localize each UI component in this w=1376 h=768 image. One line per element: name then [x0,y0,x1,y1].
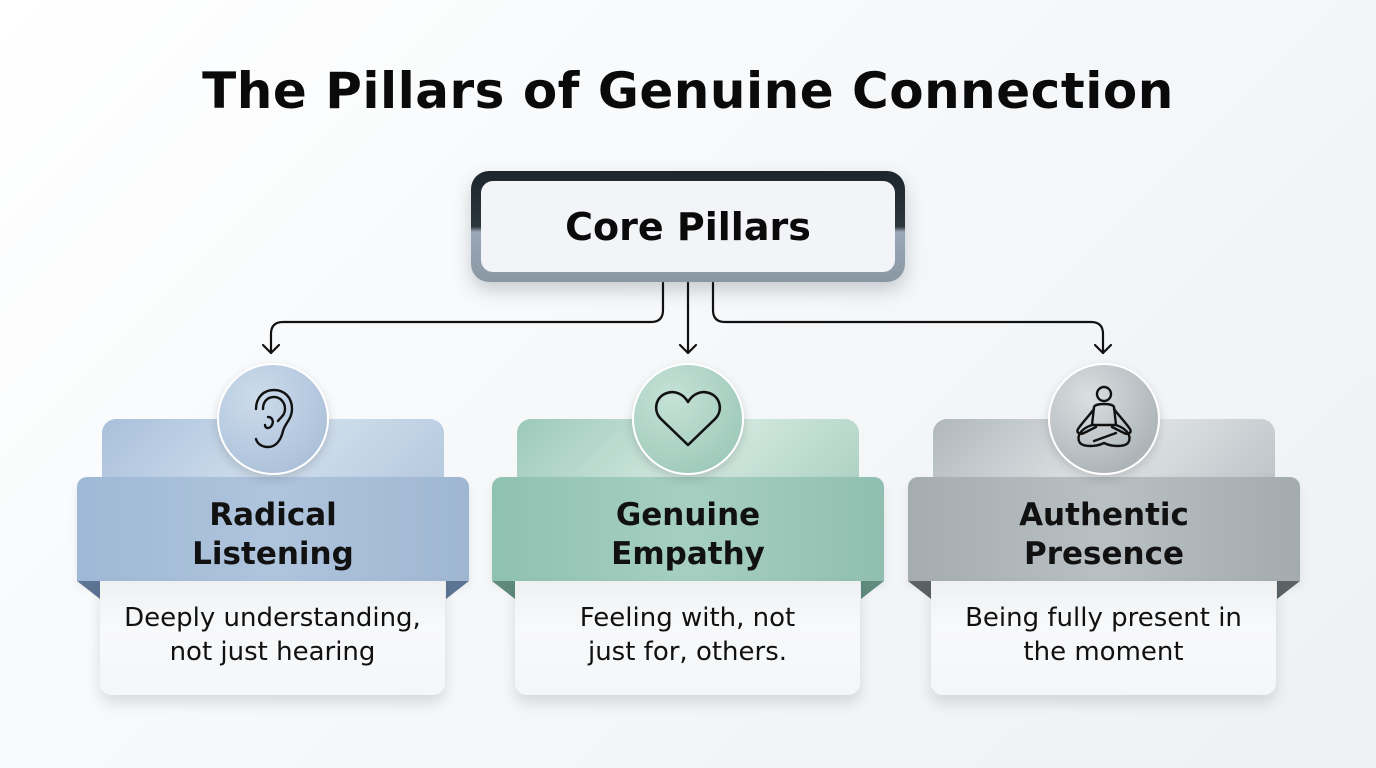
ribbon-fold-left [77,581,100,599]
pillar-description: Being fully present in the moment [931,581,1276,695]
page-title: The Pillars of Genuine Connection [202,62,1174,120]
desc-line: not just hearing [169,637,376,667]
heading-line: Presence [1024,536,1184,572]
heading-line: Authentic [1019,497,1189,533]
ribbon-fold-right [446,581,469,599]
desc-line: Being fully present in [965,603,1242,633]
heading-line: Listening [192,536,354,572]
heart-icon [632,363,744,475]
desc-line: just for, others. [587,637,788,667]
pillar-card-genuine-empathy: Genuine Empathy Feeling with, not just f… [492,360,884,700]
pillar-description: Feeling with, not just for, others. [515,581,860,695]
pillar-description: Deeply understanding, not just hearing [100,581,445,695]
pillar-heading: Genuine Empathy [611,496,765,574]
ribbon-fold-left [492,581,515,599]
card-heading-band: Genuine Empathy [492,477,884,581]
pillar-card-authentic-presence: Authentic Presence Being fully present i… [908,360,1300,700]
desc-line: Feeling with, not [579,603,796,633]
ear-icon [217,363,329,475]
core-pillars-label: Core Pillars [565,204,811,249]
pillar-heading: Authentic Presence [1019,496,1189,574]
core-pillars-box: Core Pillars [481,181,895,272]
desc-line: Deeply understanding, [124,603,421,633]
pillar-card-radical-listening: Radical Listening Deeply understanding, … [77,360,469,700]
meditation-icon [1048,363,1160,475]
card-heading-band: Authentic Presence [908,477,1300,581]
heading-line: Radical [209,497,337,533]
heading-line: Empathy [611,536,765,572]
arrow-left [269,281,665,355]
core-pillars-node: Core Pillars [471,171,905,282]
ribbon-fold-right [861,581,884,599]
arrow-right [711,281,1105,355]
ribbon-fold-right [1277,581,1300,599]
card-heading-band: Radical Listening [77,477,469,581]
heading-line: Genuine [615,497,761,533]
ribbon-fold-left [908,581,931,599]
pillar-heading: Radical Listening [192,496,354,574]
desc-line: the moment [1023,637,1184,667]
